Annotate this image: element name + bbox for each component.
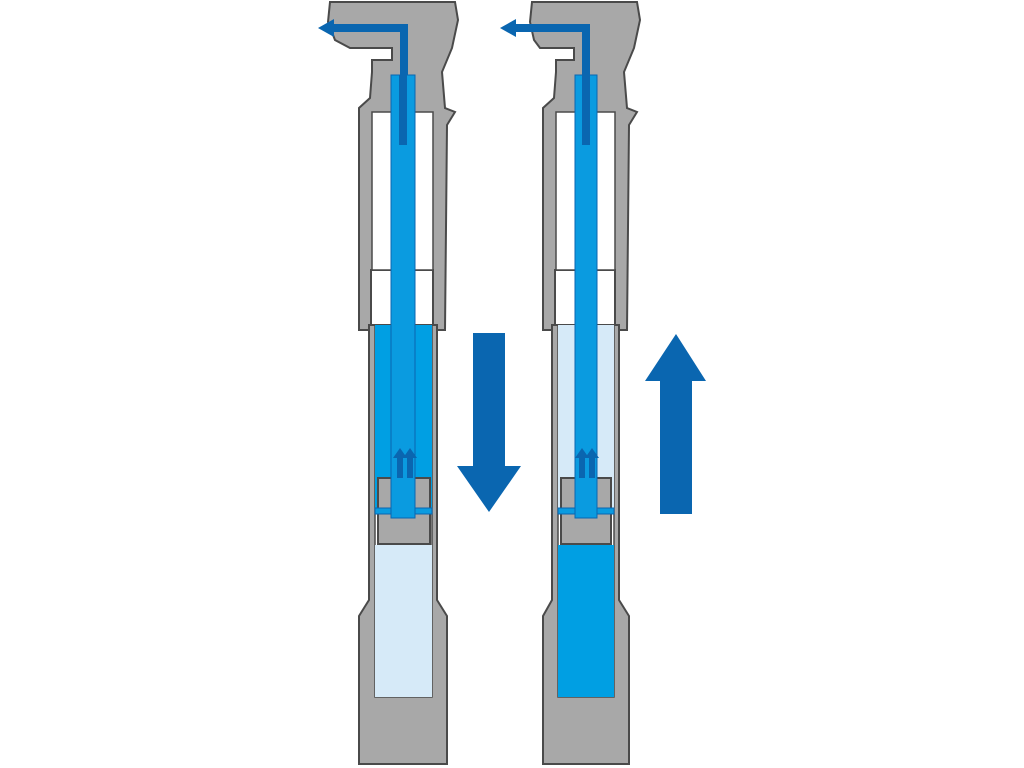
left-rod-core xyxy=(399,75,407,145)
right-lower-fluid xyxy=(558,545,614,697)
left-cylinder xyxy=(318,0,460,765)
up-arrow-icon xyxy=(645,334,706,514)
right-valve-arrows xyxy=(575,448,599,478)
right-cylinder xyxy=(500,0,642,765)
left-valve-arrows xyxy=(393,448,417,478)
down-arrow-icon xyxy=(457,333,521,512)
left-outlet-channel xyxy=(332,24,408,75)
left-outlet-arrow-icon xyxy=(318,19,334,37)
right-outlet-arrow-icon xyxy=(500,19,516,37)
left-lower-fluid xyxy=(375,545,432,697)
right-outlet-channel xyxy=(514,24,590,75)
right-rod-core xyxy=(582,75,590,145)
